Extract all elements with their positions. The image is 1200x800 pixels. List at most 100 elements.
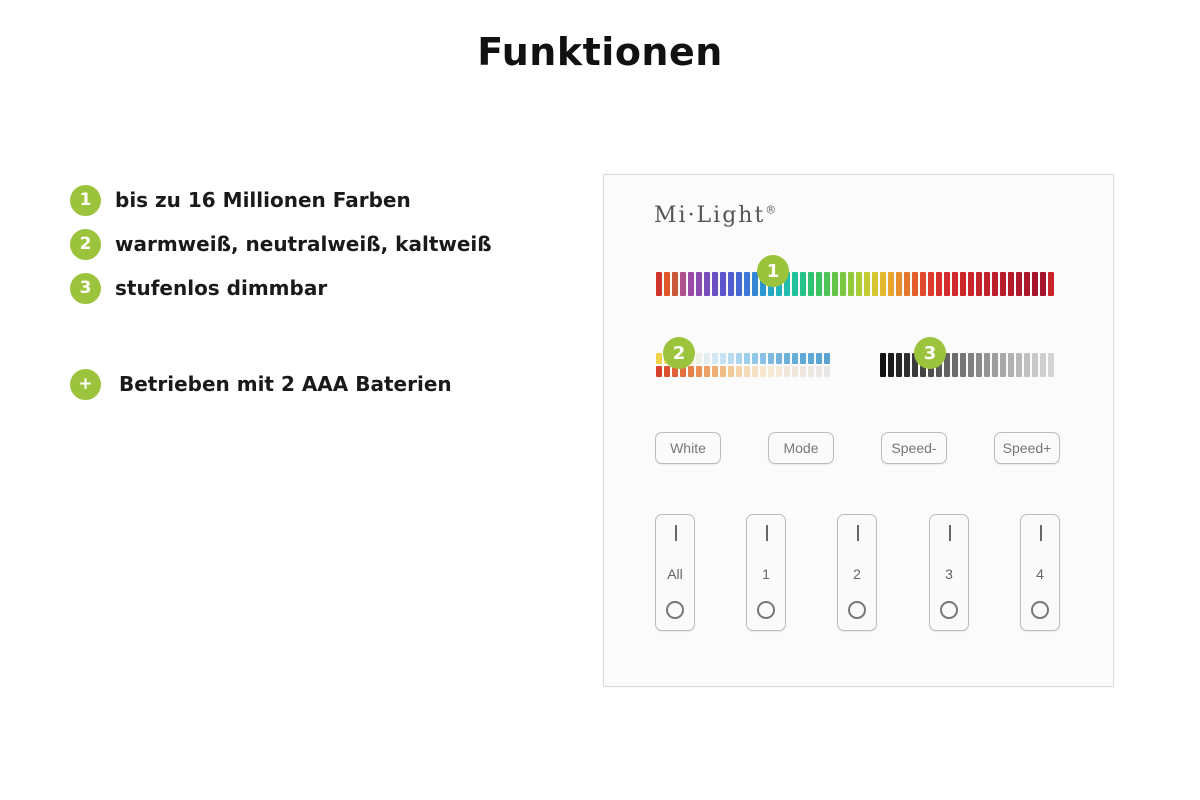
slider-segment[interactable] xyxy=(680,366,686,377)
slider-segment[interactable] xyxy=(864,272,870,296)
slider-segment[interactable] xyxy=(872,272,878,296)
power-off-icon[interactable] xyxy=(940,601,958,619)
slider-segment[interactable] xyxy=(944,353,950,377)
slider-segment[interactable] xyxy=(1048,353,1054,377)
slider-segment[interactable] xyxy=(928,272,934,296)
slider-segment[interactable] xyxy=(704,353,710,364)
slider-segment[interactable] xyxy=(712,272,718,296)
slider-segment[interactable] xyxy=(696,272,702,296)
slider-segment[interactable] xyxy=(800,353,806,364)
slider-segment[interactable] xyxy=(880,272,886,296)
slider-segment[interactable] xyxy=(952,272,958,296)
slider-segment[interactable] xyxy=(984,272,990,296)
slider-segment[interactable] xyxy=(768,366,774,377)
slider-segment[interactable] xyxy=(984,353,990,377)
slider-segment[interactable] xyxy=(744,272,750,296)
slider-segment[interactable] xyxy=(736,366,742,377)
slider-segment[interactable] xyxy=(1024,272,1030,296)
slider-segment[interactable] xyxy=(976,272,982,296)
slider-segment[interactable] xyxy=(936,272,942,296)
slider-segment[interactable] xyxy=(856,272,862,296)
slider-segment[interactable] xyxy=(776,353,782,364)
slider-segment[interactable] xyxy=(680,272,686,296)
slider-segment[interactable] xyxy=(800,366,806,377)
slider-segment[interactable] xyxy=(784,272,790,296)
slider-segment[interactable] xyxy=(752,353,758,364)
slider-segment[interactable] xyxy=(1032,353,1038,377)
mode-button[interactable]: Mode xyxy=(768,432,834,464)
slider-segment[interactable] xyxy=(912,353,918,377)
slider-segment[interactable] xyxy=(904,272,910,296)
power-on-icon[interactable] xyxy=(1040,525,1042,541)
slider-segment[interactable] xyxy=(968,353,974,377)
slider-segment[interactable] xyxy=(744,366,750,377)
power-on-icon[interactable] xyxy=(949,525,951,541)
slider-segment[interactable] xyxy=(728,353,734,364)
slider-segment[interactable] xyxy=(800,272,806,296)
slider-segment[interactable] xyxy=(1008,272,1014,296)
slider-segment[interactable] xyxy=(824,366,830,377)
slider-segment[interactable] xyxy=(888,353,894,377)
zone-1-button[interactable]: 1 xyxy=(746,514,786,631)
power-off-icon[interactable] xyxy=(666,601,684,619)
slider-segment[interactable] xyxy=(1008,353,1014,377)
slider-segment[interactable] xyxy=(720,366,726,377)
slider-segment[interactable] xyxy=(688,272,694,296)
slider-segment[interactable] xyxy=(880,353,886,377)
power-on-icon[interactable] xyxy=(766,525,768,541)
slider-segment[interactable] xyxy=(752,366,758,377)
slider-segment[interactable] xyxy=(656,272,662,296)
zone-all-button[interactable]: All xyxy=(655,514,695,631)
slider-segment[interactable] xyxy=(816,272,822,296)
slider-segment[interactable] xyxy=(816,353,822,364)
slider-segment[interactable] xyxy=(752,272,758,296)
slider-segment[interactable] xyxy=(728,366,734,377)
slider-segment[interactable] xyxy=(712,353,718,364)
slider-segment[interactable] xyxy=(792,366,798,377)
slider-segment[interactable] xyxy=(824,272,830,296)
slider-segment[interactable] xyxy=(696,366,702,377)
slider-segment[interactable] xyxy=(768,353,774,364)
slider-segment[interactable] xyxy=(1024,353,1030,377)
speed-plus-button[interactable]: Speed+ xyxy=(994,432,1060,464)
slider-segment[interactable] xyxy=(976,353,982,377)
zone-3-button[interactable]: 3 xyxy=(929,514,969,631)
power-off-icon[interactable] xyxy=(848,601,866,619)
white-button[interactable]: White xyxy=(655,432,721,464)
slider-segment[interactable] xyxy=(824,353,830,364)
slider-segment[interactable] xyxy=(760,353,766,364)
slider-segment[interactable] xyxy=(704,366,710,377)
slider-segment[interactable] xyxy=(776,366,782,377)
slider-segment[interactable] xyxy=(888,272,894,296)
slider-segment[interactable] xyxy=(896,272,902,296)
slider-segment[interactable] xyxy=(960,353,966,377)
slider-segment[interactable] xyxy=(1000,353,1006,377)
slider-segment[interactable] xyxy=(1048,272,1054,296)
slider-segment[interactable] xyxy=(960,272,966,296)
zone-4-button[interactable]: 4 xyxy=(1020,514,1060,631)
slider-segment[interactable] xyxy=(832,272,838,296)
slider-segment[interactable] xyxy=(704,272,710,296)
rgb-color-slider[interactable] xyxy=(656,272,1056,296)
slider-segment[interactable] xyxy=(696,353,702,364)
slider-segment[interactable] xyxy=(848,272,854,296)
slider-segment[interactable] xyxy=(784,366,790,377)
slider-segment[interactable] xyxy=(896,353,902,377)
slider-segment[interactable] xyxy=(664,366,670,377)
slider-segment[interactable] xyxy=(952,353,958,377)
slider-segment[interactable] xyxy=(944,272,950,296)
slider-segment[interactable] xyxy=(1016,353,1022,377)
slider-segment[interactable] xyxy=(672,272,678,296)
slider-segment[interactable] xyxy=(808,272,814,296)
slider-segment[interactable] xyxy=(664,272,670,296)
slider-segment[interactable] xyxy=(672,366,678,377)
slider-segment[interactable] xyxy=(1040,353,1046,377)
slider-segment[interactable] xyxy=(720,272,726,296)
slider-segment[interactable] xyxy=(904,353,910,377)
power-on-icon[interactable] xyxy=(857,525,859,541)
slider-segment[interactable] xyxy=(1000,272,1006,296)
slider-segment[interactable] xyxy=(816,366,822,377)
slider-segment[interactable] xyxy=(736,272,742,296)
power-on-icon[interactable] xyxy=(675,525,677,541)
slider-segment[interactable] xyxy=(712,366,718,377)
